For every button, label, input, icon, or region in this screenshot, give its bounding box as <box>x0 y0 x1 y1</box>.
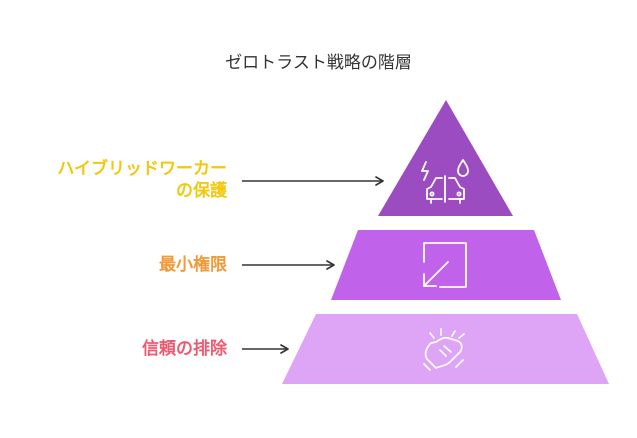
pyramid-tier-top <box>378 100 513 216</box>
car-collision-icon <box>421 159 469 204</box>
level-label-line: ハイブリッドワーカー <box>57 159 227 179</box>
level-label-least-privilege: 最小権限 <box>159 254 227 276</box>
arrow-down-left-in-box-icon <box>423 242 467 288</box>
level-label-line: 最小権限 <box>159 255 227 275</box>
handshake-icon <box>423 328 465 371</box>
level-label-eliminate-trust: 信頼の排除 <box>142 338 227 360</box>
pyramid-tier-bottom <box>282 314 609 384</box>
diagram-title: ゼロトラスト戦略の階層 <box>225 53 412 73</box>
level-label-line: 信頼の排除 <box>142 339 227 359</box>
level-label-line: の保護 <box>176 181 227 201</box>
level-label-hybrid-workers: ハイブリッドワーカー の保護 <box>57 158 227 202</box>
